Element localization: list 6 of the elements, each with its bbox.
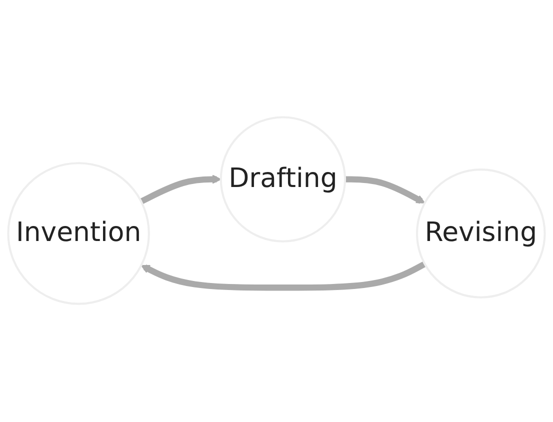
arrow	[140, 262, 426, 292]
node-circle: Revising	[416, 169, 546, 299]
arrow	[140, 175, 222, 205]
node-circle: Invention	[7, 162, 150, 306]
arrow	[345, 176, 426, 204]
node-circle: Drafting	[220, 116, 346, 243]
